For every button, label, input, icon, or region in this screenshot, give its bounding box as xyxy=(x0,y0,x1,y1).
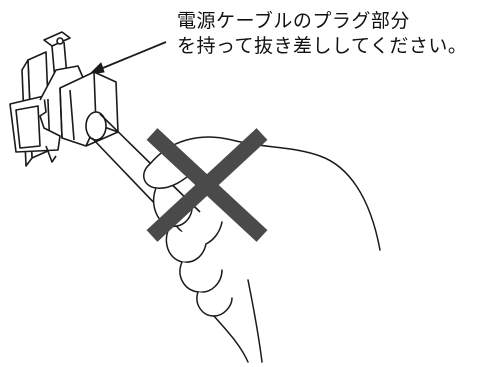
power-connector xyxy=(9,31,119,167)
hand xyxy=(143,136,381,363)
caption-line-2: を持って抜き差ししてください。 xyxy=(177,35,468,57)
instruction-caption: 電源ケーブルのプラグ部分 を持って抜き差ししてください。 xyxy=(177,9,467,59)
arrow-icon xyxy=(88,41,167,75)
cross-x-icon xyxy=(146,128,268,242)
caption-line-1: 電源ケーブルのプラグ部分 xyxy=(177,10,410,32)
